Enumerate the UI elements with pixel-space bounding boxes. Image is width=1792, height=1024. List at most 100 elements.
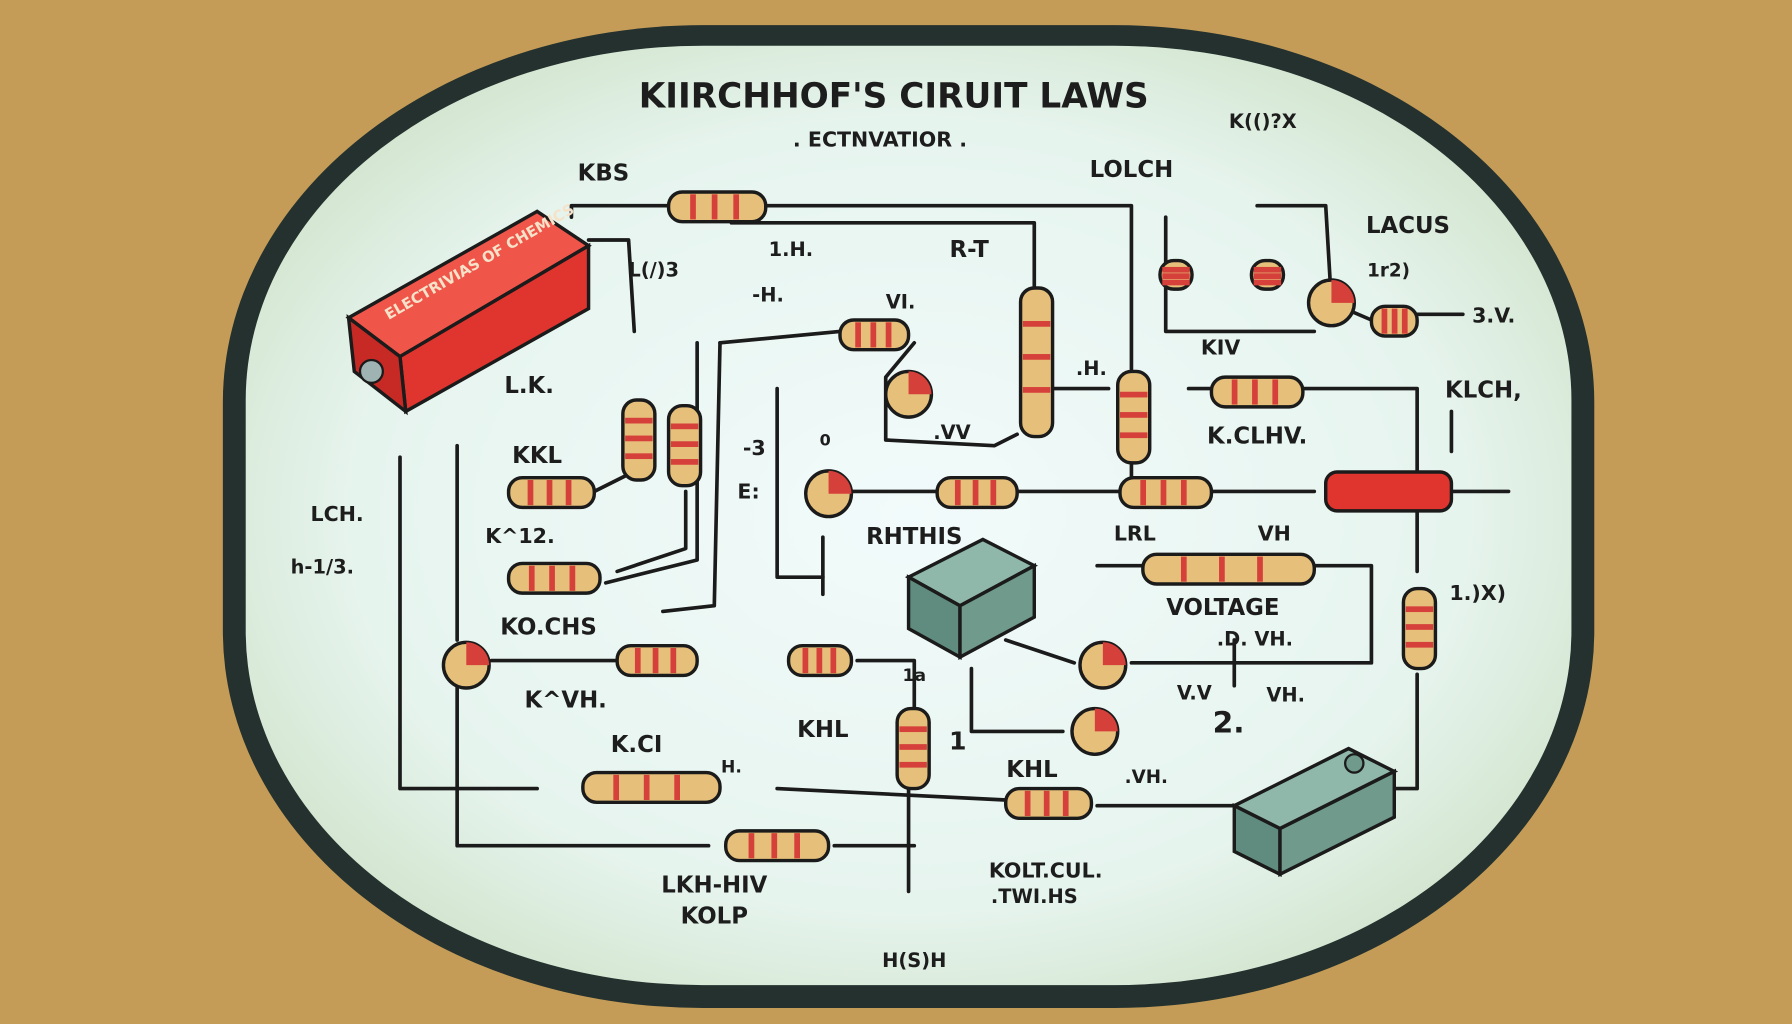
label-dvh: .D. VH. [1217,628,1293,651]
resistor [621,398,657,482]
resistor [1141,552,1316,586]
label-two: 2. [1213,706,1245,741]
resistor [666,403,703,488]
resistor-band [1253,266,1282,273]
resistor [1118,476,1214,510]
label-vdotv: V.V [1177,681,1212,704]
label-kci: K.CI [611,732,663,758]
resistor [1018,286,1055,439]
resistor-band [972,480,979,506]
resistor-band [1253,273,1282,279]
resistor [1209,375,1305,409]
resistor-band [1219,556,1225,582]
resistor [506,476,596,510]
resistor-band [1180,480,1187,506]
meter-dial-icon [1070,706,1120,756]
label-twihs: .TWI.HS [991,885,1078,908]
meter-dial-icon [884,369,934,419]
resistor-band [1405,624,1434,630]
resistor-band [1140,480,1147,506]
label-vh1: VH [1258,522,1291,546]
resistor-band [1062,790,1069,816]
label-m3: -3 [743,436,766,460]
meter-box [904,537,1038,661]
label-kbs: KBS [578,161,630,187]
label-lr2: 1r2) [1367,261,1410,282]
label-o: 0 [820,431,831,450]
resistor-band [569,565,576,591]
resistor-band [652,648,659,674]
resistor-band [802,648,809,674]
label-kochs: KO.CHS [500,614,597,640]
label-kolp: KOLP [681,903,748,929]
resistor-band [670,441,699,447]
resistor-band [899,726,927,733]
resistor-band [527,480,534,506]
resistor [1369,304,1419,338]
label-koltcul: KOLT.CUL. [989,859,1103,883]
resistor-band [528,565,535,591]
resistor-band [549,565,555,591]
label-h13: h-1/3. [291,556,354,579]
resistor-band [1043,790,1050,816]
resistor-band [1180,556,1187,582]
meter-dial-icon [804,469,854,519]
label-lolch: LOLCH [1090,157,1174,183]
label-kclhv: K.CLHV. [1207,423,1307,449]
resistor-band [1120,432,1148,439]
resistor [1115,369,1152,465]
label-one: 1 [949,727,966,756]
resistor-band [625,417,653,424]
label-e: E: [737,479,759,503]
resistor [786,644,854,678]
label-1a: 1a [903,666,926,686]
diagram-subtitle: . ECTNVATIOR . [793,127,967,151]
resistor-band [643,774,650,800]
meter-dial-icon [441,640,491,690]
resistor-band [670,459,699,465]
resistor [506,561,602,595]
resistor [1249,258,1286,291]
resistor [895,706,931,791]
meter-dial-icon [1078,640,1128,690]
resistor-band [690,194,696,220]
resistor-band [771,833,778,859]
meter-dial-icon [1306,278,1356,328]
resistor-band [1252,379,1258,405]
resistor-band [1162,266,1190,273]
resistor-band [1162,273,1190,279]
label-rhthis: RHTHIS [866,524,962,550]
resistor-band [990,480,997,506]
label-1h: 1.H. [769,238,814,261]
resistor-band [670,423,699,430]
label-rt: R-T [949,237,989,263]
resistor [935,476,1019,510]
label-kkl: KKL [512,443,562,469]
resistor-band [1022,387,1051,393]
resistor-band [625,453,653,460]
label-khl1: KHL [797,717,848,743]
battery: ELECTRIVIAS OF CHEMICS [345,200,592,416]
label-lacus: LACUS [1366,213,1450,239]
resistor [615,644,699,678]
resistor [724,829,831,863]
resistor-band [830,648,837,674]
resistor-band [1120,412,1148,418]
resistor-band [1120,391,1148,398]
label-khl2: KHL [1006,757,1057,783]
resistor-band [1022,354,1051,360]
resistor-band [899,761,927,768]
meters [441,278,1356,756]
resistor-band [1231,379,1238,405]
resistor-band [1257,556,1263,582]
resistor-band [1162,279,1190,286]
resistor [581,770,722,804]
label-h3: H. [721,758,742,778]
label-klch: KLCH, [1445,378,1522,404]
resistor-band [733,194,740,220]
label-3v: 3.V. [1472,303,1515,327]
resistor-band [613,774,620,800]
resistor-band [674,774,680,800]
resistor-band [634,648,641,674]
